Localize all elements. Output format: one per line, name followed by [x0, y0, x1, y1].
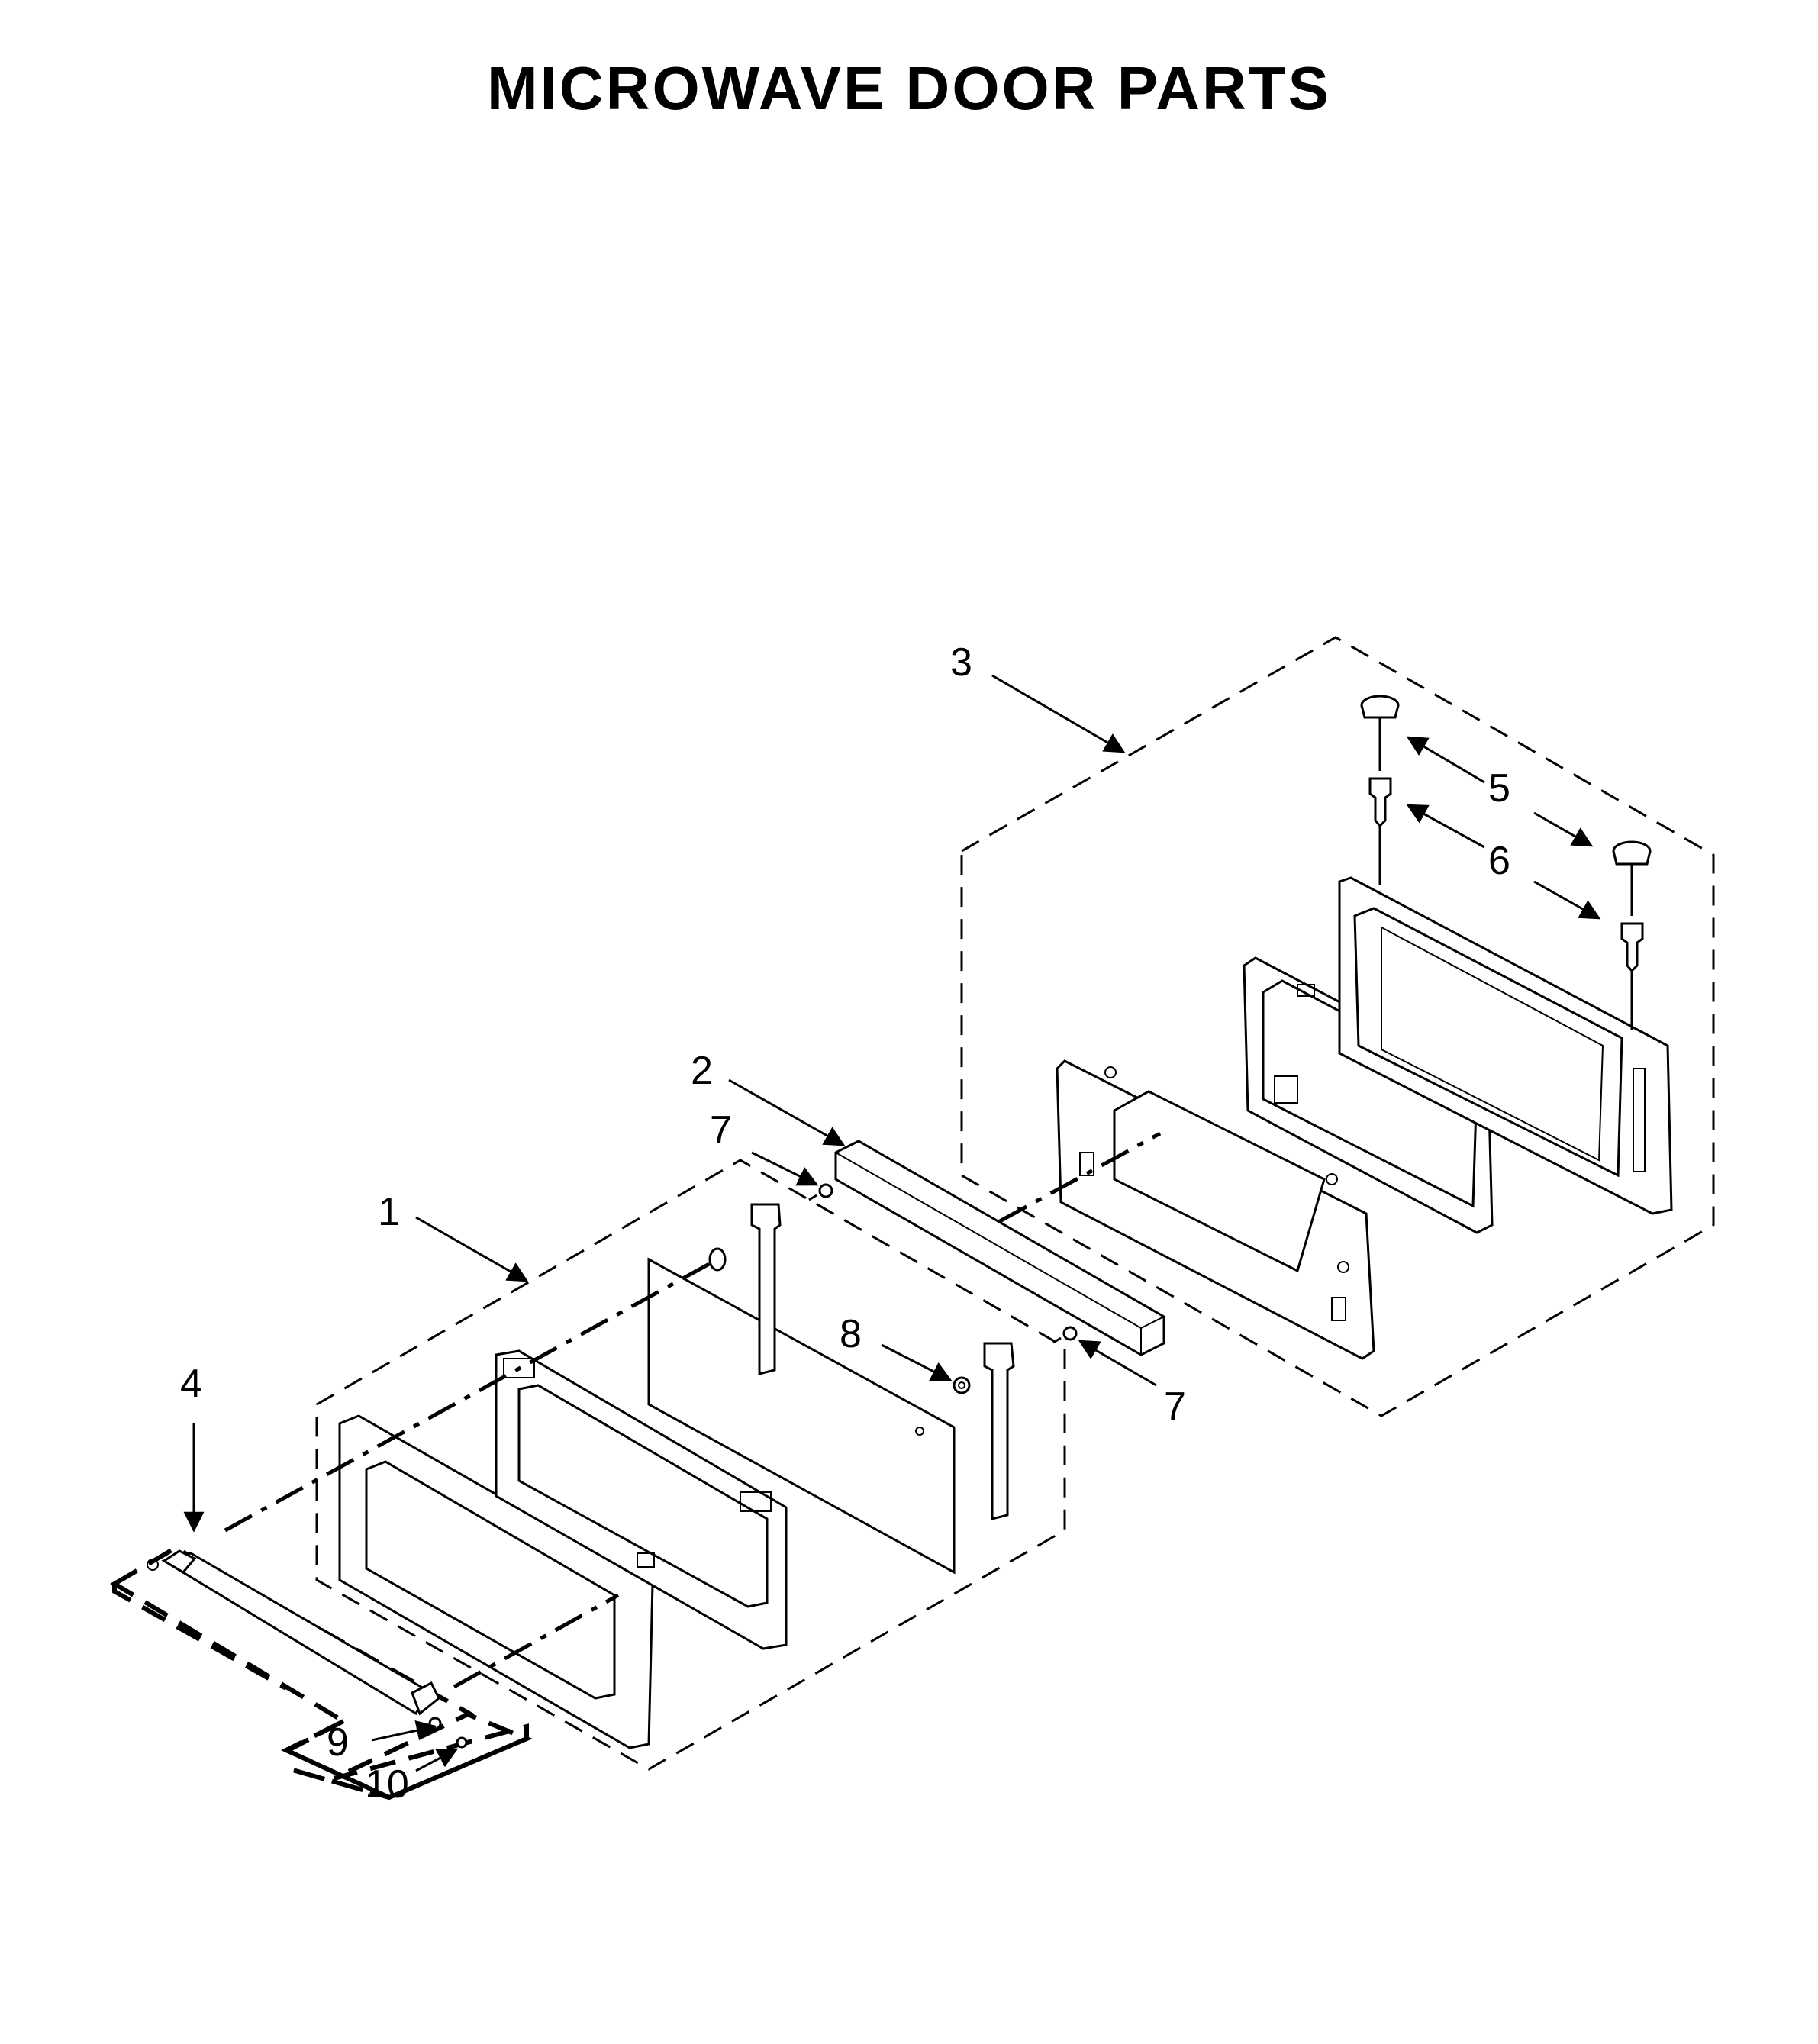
- inner-door-panel: [1056, 1059, 1375, 1360]
- hinge-right: [983, 1342, 1015, 1520]
- leader-6b: [1533, 880, 1601, 920]
- screw-7-right: [1052, 1326, 1078, 1344]
- callout-4: 4: [180, 1362, 202, 1406]
- callout-5: 5: [1488, 766, 1510, 811]
- leader-2: [728, 1078, 846, 1146]
- screw-right: [1620, 922, 1644, 1030]
- leader-1: [415, 1216, 529, 1282]
- screw-left: [1368, 777, 1392, 885]
- hinge-left: [750, 1203, 782, 1375]
- diagram-title: MICROWAVE DOOR PARTS: [487, 54, 1331, 122]
- door-frame-with-screen: [1338, 876, 1673, 1215]
- plug-button-left: [1360, 695, 1400, 771]
- alignment-line-handle-to-glass: [224, 1257, 719, 1533]
- spacer-washer: [708, 1247, 727, 1272]
- door-glass: [647, 1257, 956, 1575]
- nut-part-8: [953, 1376, 971, 1394]
- callout-10: 10: [365, 1762, 409, 1807]
- leader-3: [991, 674, 1126, 753]
- leader-8: [881, 1343, 953, 1381]
- callout-6: 6: [1488, 839, 1510, 883]
- alignment-line-choke-to-panel: [998, 1131, 1162, 1223]
- choke-frame: [1243, 956, 1494, 1234]
- callout-1: 1: [378, 1190, 400, 1234]
- outer-door-frame: [338, 1414, 654, 1749]
- leader-7a: [751, 1151, 819, 1186]
- assembly-3-boundary: [960, 636, 1715, 1417]
- callout-9: 9: [327, 1720, 349, 1765]
- leader-5b: [1533, 811, 1594, 847]
- door-choke-bar: [834, 1140, 1165, 1356]
- leader-9: [371, 1720, 437, 1742]
- callout-3: 3: [950, 640, 972, 685]
- leader-5a: [1406, 736, 1485, 784]
- callout-7-left: 7: [710, 1108, 732, 1153]
- door-handle: [147, 1549, 468, 1749]
- door-panel-window: [495, 1349, 788, 1650]
- callout-7-right: 7: [1164, 1385, 1186, 1429]
- leader-7b: [1078, 1340, 1157, 1387]
- assembly-1-boundary: [315, 1159, 1066, 1771]
- handle-kit-boundary-bottom: [112, 1584, 533, 1801]
- callout-8: 8: [840, 1312, 862, 1356]
- plug-button-right: [1612, 840, 1652, 916]
- callout-2: 2: [691, 1049, 713, 1093]
- leader-10: [415, 1748, 459, 1772]
- leader-6a: [1406, 804, 1485, 849]
- screw-7-left: [808, 1183, 833, 1201]
